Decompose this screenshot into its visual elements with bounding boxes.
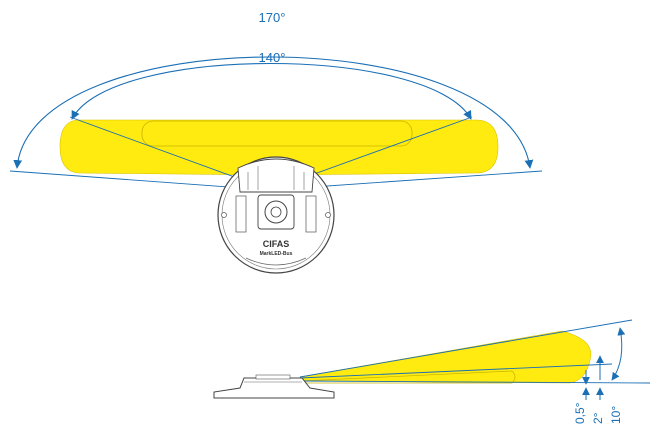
device-model-text: MarkLED-Bus bbox=[260, 251, 293, 257]
angle-label-2: 2° bbox=[591, 412, 605, 424]
top-beam-inner-slot bbox=[141, 120, 413, 147]
angle-arc-10 bbox=[611, 327, 626, 381]
device-top: CIFAS MarkLED-Bus bbox=[217, 156, 335, 274]
outer-angle-label: 170° bbox=[259, 10, 286, 25]
device-side bbox=[213, 374, 335, 399]
top-view: 170° 140° CIFAS MarkLED-Bus bbox=[9, 10, 543, 274]
side-view: 10° 2° 0,5° bbox=[213, 319, 651, 424]
angle-label-10: 10° bbox=[609, 406, 623, 424]
side-ray-mid bbox=[299, 363, 613, 379]
inner-angle-arc bbox=[71, 63, 472, 120]
inner-angle-label: 140° bbox=[259, 50, 286, 65]
side-ray-ground bbox=[299, 380, 651, 384]
side-ray-upper bbox=[299, 319, 633, 378]
device-brand-text: CIFAS bbox=[263, 239, 290, 249]
side-beam-shape bbox=[299, 330, 592, 384]
outer-angle-arc bbox=[13, 56, 534, 169]
angle-label-05: 0,5° bbox=[573, 402, 587, 424]
